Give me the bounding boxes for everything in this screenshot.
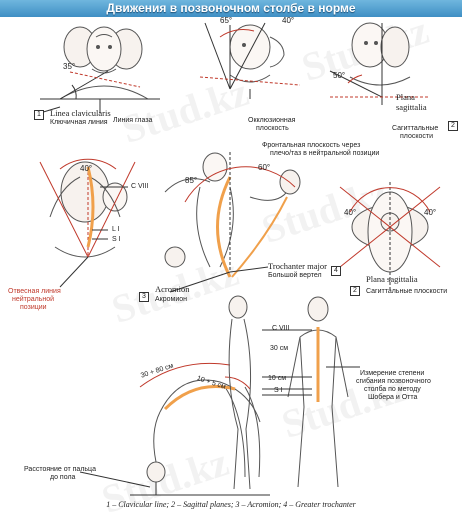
- plumb-line-label-3: позиции: [20, 304, 47, 311]
- angle-label: 60°: [258, 163, 271, 172]
- figure-number-badge: 3: [139, 292, 149, 302]
- sagittal-planes-russian-1: Сагиттальные: [392, 125, 439, 132]
- angle-label: 65°: [220, 16, 233, 25]
- acromion-russian: Акромион: [155, 296, 187, 303]
- schober-label-1: Измерение степени: [360, 370, 425, 377]
- figure-number-badge: 4: [331, 266, 341, 276]
- sagittal-planes-latin: Plana sagittalia: [366, 274, 418, 284]
- angle-label: 40°: [424, 208, 437, 217]
- frontal-plane-label-2: плечо/таз в нейтральной позиции: [270, 150, 380, 157]
- finger-floor-label-1: Расстояние от пальца: [24, 466, 96, 473]
- sagittal-planes-latin-1: Plana: [396, 92, 415, 102]
- title-banner: Движения в позвоночном столбе в норме: [0, 0, 462, 17]
- angle-label: 40°: [282, 16, 295, 25]
- standing-side-figure: [228, 295, 252, 490]
- spine-level-l1: L I: [112, 226, 120, 233]
- schober-label-4: Шобера и Отта: [368, 394, 418, 401]
- clavicular-line-latin: Linea clavicularis: [50, 108, 111, 118]
- spine-level-c8: C VIII: [272, 325, 290, 332]
- clavicular-line-russian: Ключичная линия: [50, 119, 108, 126]
- eye-line-label: Линия глаза: [113, 117, 153, 124]
- plumb-line-label-1: Отвесная линия: [8, 288, 61, 295]
- acromion-latin: Acromion: [155, 284, 190, 294]
- measure-label: 10 см: [268, 375, 287, 382]
- trochanter-russian: Большой вертел: [268, 272, 322, 279]
- standing-back-figure: [287, 296, 349, 488]
- page-title: Движения в позвоночном столбе в норме: [106, 1, 356, 15]
- diagram-canvas: Stud.kz Stud.kz Stud.kz Stud.kz Stud.kz …: [0, 7, 462, 522]
- sagittal-planes-russian-2: плоскости: [400, 133, 433, 140]
- head-rotation-figure: [349, 22, 411, 86]
- angle-label: 50°: [333, 71, 346, 80]
- figure-number-badge: 1: [34, 110, 44, 120]
- angle-label: 35°: [63, 62, 76, 71]
- frontal-plane-label-1: Фронтальная плоскость через: [262, 142, 361, 149]
- angle-label: 40°: [80, 164, 93, 173]
- schober-label-3: столба по методу: [364, 386, 421, 393]
- trunk-flexion-extension-figure: [164, 152, 301, 268]
- angle-label: 85°: [185, 176, 198, 185]
- figure-caption: 1 – Clavicular line; 2 – Sagittal planes…: [106, 500, 356, 509]
- angle-label: 40°: [344, 208, 357, 217]
- trochanter-latin: Trochanter major: [268, 261, 327, 271]
- schober-label-2: сгибания позвоночного: [356, 378, 431, 385]
- spine-level-c8: C VIII: [131, 183, 149, 190]
- spine-level-s1: S I: [112, 236, 121, 243]
- figure-number-badge: 2: [448, 121, 458, 131]
- sagittal-planes-russian: Сагиттальные плоскости: [366, 288, 448, 295]
- plumb-line-label-2: нейтральной: [12, 296, 55, 303]
- back-lateral-flexion-figure: [49, 161, 128, 258]
- finger-floor-label-2: до пола: [50, 474, 76, 481]
- occlusal-plane-label-1: Окклюзионная: [248, 117, 296, 124]
- sagittal-planes-latin-2: sagittalia: [396, 102, 427, 112]
- spine-level-s1: S I: [274, 387, 283, 394]
- occlusal-plane-label-2: плоскость: [256, 125, 289, 132]
- illustration-svg: [39, 22, 441, 496]
- measure-label: 30 см: [270, 345, 289, 352]
- forward-bend-figure: [146, 379, 261, 483]
- figure-number-badge: 2: [350, 286, 360, 296]
